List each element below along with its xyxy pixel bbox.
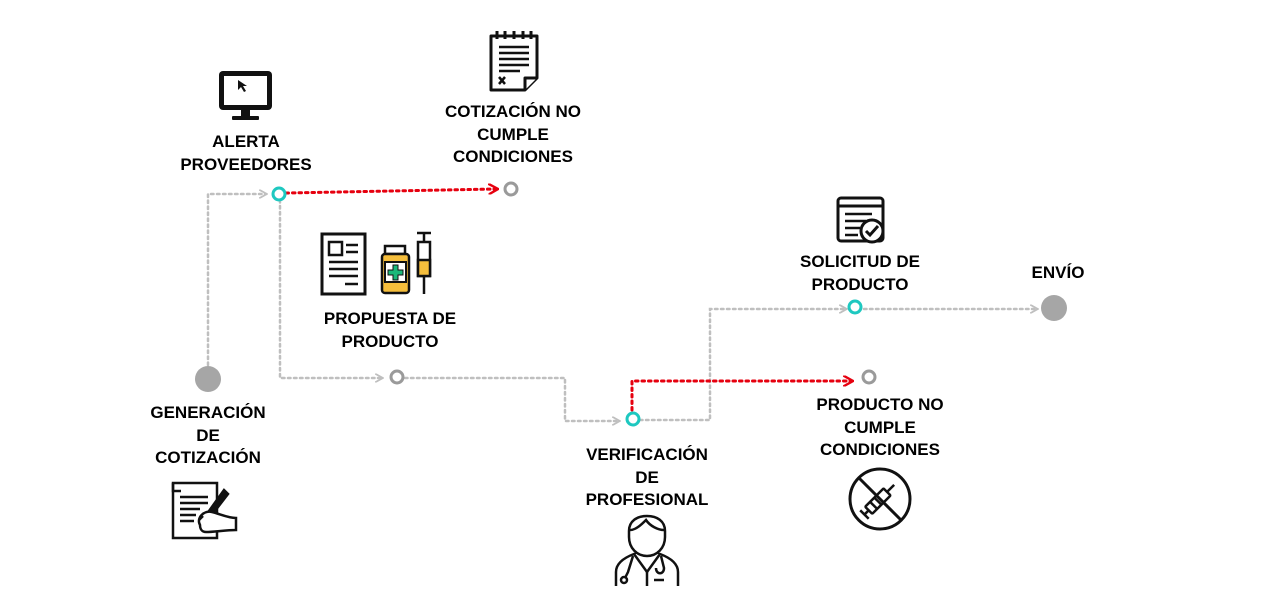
edge-alerta-propuesta: [278, 198, 382, 378]
no-medication-icon: [848, 467, 912, 531]
label-envio: ENVÍO: [1031, 263, 1085, 282]
label-propuesta: PROPUESTA DE PRODUCTO: [323, 309, 457, 351]
node-producto-no: [861, 369, 877, 385]
label-generacion: GENERACIÓN DE COTIZACIÓN: [150, 403, 266, 467]
rejected-list-icon: [489, 31, 539, 92]
label-cotizacion-no: COTIZACIÓN NO CUMPLE CONDICIONES: [445, 102, 581, 166]
node-verificacion: [625, 411, 641, 427]
label-alerta: ALERTA PROVEEDORES: [180, 132, 312, 174]
node-propuesta: [389, 369, 405, 385]
node-generacion: [195, 366, 221, 392]
edge-generacion-alerta: [206, 194, 266, 367]
edge-alerta-cotizacion-no: [284, 189, 497, 193]
edge-verificacion-solicitud: [638, 309, 846, 422]
product-proposal-icon: [320, 231, 432, 296]
edge-verificacion-producto-no: [630, 381, 852, 412]
edge-propuesta-verificacion: [403, 376, 619, 421]
label-producto-no: PRODUCTO NO CUMPLE CONDICIONES: [816, 395, 944, 459]
label-solicitud: SOLICITUD DE PRODUCTO: [800, 252, 920, 294]
label-verificacion: VERIFICACIÓN DE PROFESIONAL: [585, 445, 709, 509]
node-cotizacion-no: [503, 181, 519, 197]
node-envio: [1041, 295, 1067, 321]
doctor-icon: [614, 514, 680, 586]
approved-form-icon: [836, 196, 885, 244]
document-signing-icon: [171, 481, 238, 540]
node-solicitud: [847, 299, 863, 315]
node-alerta: [271, 186, 287, 202]
monitor-cursor-icon: [219, 71, 272, 120]
